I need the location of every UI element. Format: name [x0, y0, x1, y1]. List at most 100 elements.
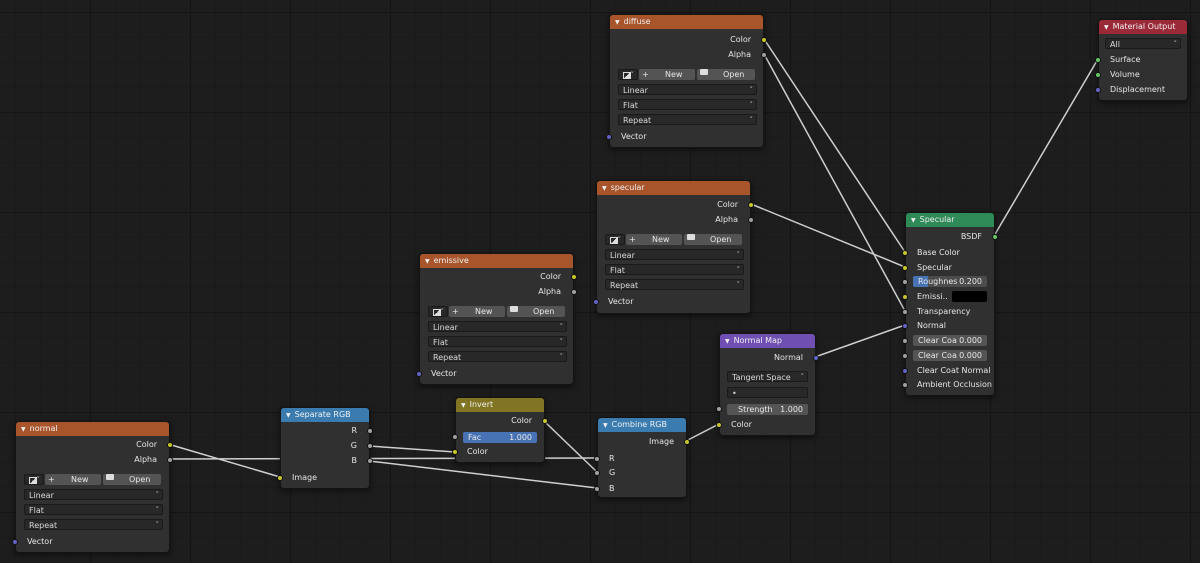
interpolation-dropdown[interactable]: Linear˅: [428, 321, 567, 332]
projection-dropdown[interactable]: Flat˅: [428, 336, 567, 347]
socket-base-color-in[interactable]: [902, 250, 908, 256]
node-header[interactable]: ▼Invert: [456, 398, 544, 412]
socket-normal-out[interactable]: [813, 355, 819, 361]
new-image-button[interactable]: +New: [45, 474, 101, 485]
socket-alpha-out[interactable]: [761, 52, 767, 58]
node-header[interactable]: ▼emissive: [420, 254, 573, 268]
interpolation-dropdown[interactable]: Linear˅: [618, 84, 757, 95]
collapse-triangle-icon[interactable]: ▼: [615, 19, 620, 26]
node-header[interactable]: ▼specular: [597, 181, 750, 195]
projection-dropdown[interactable]: Flat˅: [24, 504, 163, 515]
image-browse-dropdown[interactable]: ˅: [618, 69, 638, 80]
socket-bsdf-out[interactable]: [992, 234, 998, 240]
image-browse-dropdown[interactable]: ˅: [24, 474, 44, 485]
socket-image-in[interactable]: [277, 475, 283, 481]
socket-surface-in[interactable]: [1095, 57, 1101, 63]
new-image-button[interactable]: +New: [639, 69, 695, 80]
interpolation-dropdown[interactable]: Linear˅: [605, 249, 744, 260]
socket-volume-in[interactable]: [1095, 72, 1101, 78]
socket-g-out[interactable]: [367, 443, 373, 449]
node-combine-rgb[interactable]: ▼Combine RGB Image R G B: [594, 417, 690, 498]
image-browse-dropdown[interactable]: ˅: [428, 306, 448, 317]
node-normal-map[interactable]: ▼Normal Map Normal Tangent Space˅ • Stre…: [716, 333, 819, 436]
new-image-button[interactable]: +New: [449, 306, 505, 317]
socket-color-out[interactable]: [761, 37, 767, 43]
socket-vector-in[interactable]: [12, 539, 18, 545]
collapse-triangle-icon[interactable]: ▼: [725, 338, 730, 345]
interpolation-dropdown[interactable]: Linear˅: [24, 489, 163, 500]
socket-roughness-in[interactable]: [902, 279, 908, 285]
node-header[interactable]: ▼Material Output: [1099, 20, 1187, 34]
projection-dropdown[interactable]: Flat˅: [618, 99, 757, 110]
socket-r-out[interactable]: [367, 428, 373, 434]
node-header[interactable]: ▼diffuse: [610, 15, 763, 29]
socket-transparency-in[interactable]: [902, 309, 908, 315]
socket-normal-in[interactable]: [902, 323, 908, 329]
node-specular-bsdf[interactable]: ▼Specular BSDF Base Color Specular Rough…: [902, 212, 998, 396]
node-emissive-texture[interactable]: ▼emissive Color Alpha ˅ +New Open Linear…: [416, 253, 577, 385]
emission-color-swatch[interactable]: [952, 291, 987, 302]
new-image-button[interactable]: +New: [626, 234, 682, 245]
socket-displacement-in[interactable]: [1095, 87, 1101, 93]
node-header[interactable]: ▼Combine RGB: [598, 418, 686, 432]
open-image-button[interactable]: Open: [684, 234, 742, 245]
socket-b-in[interactable]: [594, 486, 600, 492]
socket-clearcoat-in[interactable]: [902, 338, 908, 344]
target-dropdown[interactable]: All˅: [1105, 38, 1181, 49]
socket-color-in[interactable]: [716, 422, 722, 428]
socket-alpha-out[interactable]: [167, 457, 173, 463]
socket-color-out[interactable]: [748, 202, 754, 208]
collapse-triangle-icon[interactable]: ▼: [286, 412, 291, 419]
socket-ambient-occlusion-in[interactable]: [902, 382, 908, 388]
socket-vector-in[interactable]: [416, 371, 422, 377]
node-separate-rgb[interactable]: ▼Separate RGB R G B Image: [277, 407, 373, 489]
collapse-triangle-icon[interactable]: ▼: [461, 402, 466, 409]
socket-vector-in[interactable]: [606, 134, 612, 140]
socket-color-out[interactable]: [167, 442, 173, 448]
open-image-button[interactable]: Open: [103, 474, 161, 485]
socket-image-out[interactable]: [684, 439, 690, 445]
socket-vector-in[interactable]: [593, 299, 599, 305]
node-specular-texture[interactable]: ▼specular Color Alpha ˅ +New Open Linear…: [593, 180, 754, 314]
open-image-button[interactable]: Open: [507, 306, 565, 317]
collapse-triangle-icon[interactable]: ▼: [603, 422, 608, 429]
socket-fac-in[interactable]: [452, 434, 458, 440]
collapse-triangle-icon[interactable]: ▼: [911, 217, 916, 224]
extension-dropdown[interactable]: Repeat˅: [605, 279, 744, 290]
socket-g-in[interactable]: [594, 470, 600, 476]
collapse-triangle-icon[interactable]: ▼: [1104, 24, 1109, 31]
socket-clearcoat-normal-in[interactable]: [902, 368, 908, 374]
socket-clearcoat-roughness-in[interactable]: [902, 353, 908, 359]
node-header[interactable]: ▼normal: [16, 422, 169, 436]
image-browse-dropdown[interactable]: ˅: [605, 234, 625, 245]
node-diffuse-texture[interactable]: ▼diffuse Color Alpha ˅ +New Open Linear˅…: [606, 14, 767, 148]
socket-alpha-out[interactable]: [748, 217, 754, 223]
extension-dropdown[interactable]: Repeat˅: [24, 519, 163, 530]
socket-b-out[interactable]: [367, 458, 373, 464]
extension-dropdown[interactable]: Repeat˅: [618, 114, 757, 125]
uv-map-field[interactable]: •: [727, 387, 808, 398]
socket-color-in[interactable]: [452, 449, 458, 455]
projection-dropdown[interactable]: Flat˅: [605, 264, 744, 275]
socket-emission-in[interactable]: [902, 294, 908, 300]
collapse-triangle-icon[interactable]: ▼: [602, 185, 607, 192]
node-header[interactable]: ▼Separate RGB: [281, 408, 369, 422]
collapse-triangle-icon[interactable]: ▼: [425, 258, 430, 265]
socket-color-out[interactable]: [542, 418, 548, 424]
node-normal-texture[interactable]: ▼normal Color Alpha ˅ +New Open Linear˅ …: [12, 421, 173, 553]
collapse-triangle-icon[interactable]: ▼: [21, 426, 26, 433]
node-header[interactable]: ▼Specular: [906, 213, 994, 227]
space-dropdown[interactable]: Tangent Space˅: [727, 371, 808, 382]
node-material-output[interactable]: ▼Material Output All˅ Surface Volume Dis…: [1095, 19, 1188, 101]
extension-dropdown[interactable]: Repeat˅: [428, 351, 567, 362]
socket-strength-in[interactable]: [716, 406, 722, 412]
socket-r-in[interactable]: [594, 456, 600, 462]
node-header[interactable]: ▼Normal Map: [720, 334, 815, 348]
socket-alpha-out[interactable]: [571, 289, 577, 295]
socket-color-out[interactable]: [571, 274, 577, 280]
